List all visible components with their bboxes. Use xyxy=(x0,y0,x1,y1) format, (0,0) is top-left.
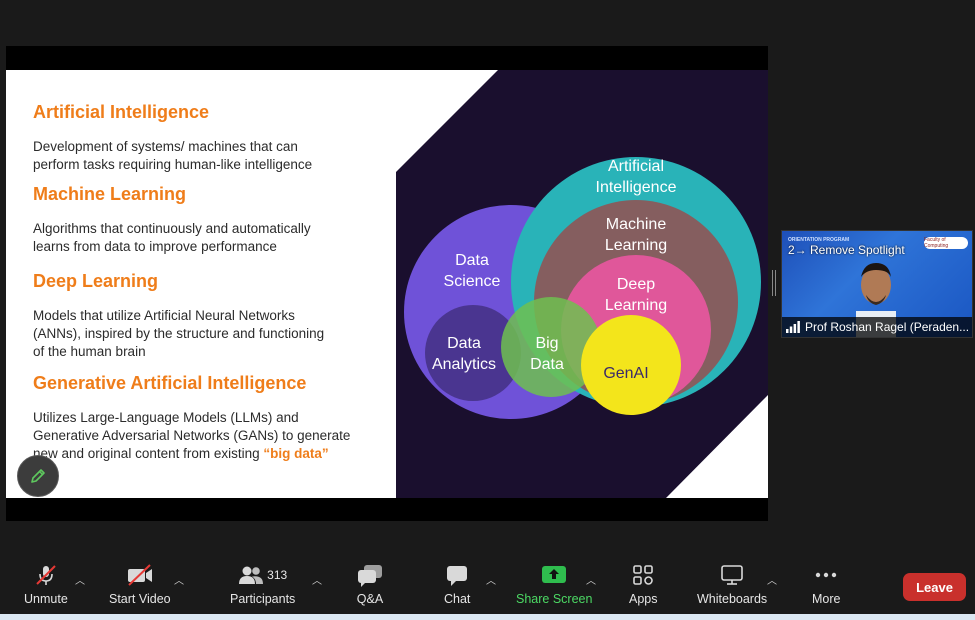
whiteboard-options-caret[interactable]: ︿ xyxy=(767,576,777,587)
desc-line: perform tasks requiring human-like intel… xyxy=(33,157,313,172)
shared-screen: Artificial Intelligence Machine Learning… xyxy=(6,46,768,521)
desc-line: Algorithms that continuously and automat… xyxy=(33,221,311,236)
more-button[interactable]: More xyxy=(812,562,840,606)
topic-title-dl: Deep Learning xyxy=(33,271,159,291)
participant-name-bar: Prof Roshan Ragel (Peraden... xyxy=(782,317,972,337)
topic-desc-ml: Algorithms that continuously and automat… xyxy=(33,220,398,256)
pencil-icon xyxy=(31,469,45,483)
share-screen-button[interactable]: Share Screen xyxy=(516,562,592,606)
desc-line: of the human brain xyxy=(33,344,146,359)
slide-text-column: Artificial Intelligence Development of s… xyxy=(6,70,406,498)
desc-line: Utilizes Large-Language Models (LLMs) an… xyxy=(33,410,299,425)
share-options-caret[interactable]: ︿ xyxy=(586,576,596,587)
meeting-stage: Artificial Intelligence Machine Learning… xyxy=(6,46,973,521)
whiteboard-icon xyxy=(721,565,743,585)
chat-button[interactable]: Chat xyxy=(444,562,470,606)
participant-count: 313 xyxy=(267,568,288,582)
desc-line: Models that utilize Artificial Neural Ne… xyxy=(33,308,295,323)
topic-desc-dl: Models that utilize Artificial Neural Ne… xyxy=(33,307,398,361)
ai-label-line2: Intelligence xyxy=(596,179,677,196)
signal-strength-icon xyxy=(786,321,800,333)
apps-icon xyxy=(633,565,654,585)
chat-label: Chat xyxy=(444,592,471,606)
ds-label-line2: Science xyxy=(444,273,501,290)
topic-title-genai: Generative Artificial Intelligence xyxy=(33,373,307,393)
big-data-highlight: “big data” xyxy=(263,446,329,461)
da-label-line2: Analytics xyxy=(432,356,496,373)
genai-circle xyxy=(581,315,681,415)
ml-label-line2: Learning xyxy=(605,237,667,254)
participants-label: Participants xyxy=(230,592,296,606)
chat-bubble-icon xyxy=(447,566,468,586)
participants-button[interactable]: 313 Participants xyxy=(230,562,295,606)
leave-button[interactable]: Leave xyxy=(903,573,966,601)
unmute-label: Unmute xyxy=(24,592,68,606)
topic-desc-genai: Utilizes Large-Language Models (LLMs) an… xyxy=(33,409,398,463)
topic-title-ml: Machine Learning xyxy=(33,184,187,204)
share-screen-label: Share Screen xyxy=(516,592,593,606)
big-data-circle xyxy=(501,297,601,397)
participant-name: Prof Roshan Ragel (Peraden... xyxy=(805,320,970,334)
remove-spotlight-button[interactable]: 2→ Remove Spotlight xyxy=(788,243,905,257)
start-video-button[interactable]: Start Video xyxy=(109,562,171,606)
bd-label-line2: Data xyxy=(530,356,564,373)
microphone-muted-icon xyxy=(36,565,56,585)
whiteboards-button[interactable]: Whiteboards xyxy=(697,562,767,606)
more-label: More xyxy=(812,592,841,606)
qa-icon xyxy=(358,565,382,587)
unmute-button[interactable]: Unmute xyxy=(24,562,68,606)
apps-button[interactable]: Apps xyxy=(629,562,658,606)
bd-label-line1: Big xyxy=(535,335,558,352)
venn-diagram-panel: Artificial Intelligence Machine Learning… xyxy=(396,70,768,498)
program-label: ORIENTATION PROGRAM xyxy=(788,237,850,243)
data-analytics-circle xyxy=(425,305,521,401)
desc-line: Development of systems/ machines that ca… xyxy=(33,139,298,154)
video-camera-off-icon xyxy=(127,564,152,586)
topic-title-ai: Artificial Intelligence xyxy=(33,102,210,122)
more-dots-icon xyxy=(816,572,837,578)
desc-text: new and original content from existing xyxy=(33,446,260,461)
meeting-toolbar: Unmute ︿ Start Video ︿ 313 Participants … xyxy=(0,552,975,614)
topic-desc-ai: Development of systems/ machines that ca… xyxy=(33,138,398,174)
ml-label-line1: Machine xyxy=(606,216,667,233)
window-bottom-edge xyxy=(0,614,975,620)
desc-line: learns from data to improve performance xyxy=(33,239,277,254)
start-video-label: Start Video xyxy=(109,592,171,606)
apps-label: Apps xyxy=(629,592,658,606)
desc-line: (ANNs), inspired by the structure and fu… xyxy=(33,326,325,341)
video-options-caret[interactable]: ︿ xyxy=(174,576,184,587)
genai-label: GenAI xyxy=(603,365,648,382)
chat-options-caret[interactable]: ︿ xyxy=(486,576,496,587)
desc-line: new and original content from existing “… xyxy=(33,445,398,463)
annotate-pen-button[interactable] xyxy=(17,455,59,497)
whiteboards-label: Whiteboards xyxy=(697,592,768,606)
da-label-line1: Data xyxy=(447,335,481,352)
qa-label: Q&A xyxy=(356,592,384,606)
faculty-logo: Faculty of Computing xyxy=(924,237,968,249)
spotlight-video-tile[interactable]: ORIENTATION PROGRAM Faculty of Computing… xyxy=(781,230,973,338)
desc-line: Generative Adversarial Networks (GANs) t… xyxy=(33,428,351,443)
dl-label-line2: Learning xyxy=(605,297,667,314)
participants-icon xyxy=(239,566,264,584)
qa-button[interactable]: Q&A xyxy=(356,562,384,606)
dl-label-line1: Deep xyxy=(617,276,655,293)
ai-label-line1: Artificial xyxy=(608,158,664,175)
audio-options-caret[interactable]: ︿ xyxy=(75,576,85,587)
presentation-slide: Artificial Intelligence Machine Learning… xyxy=(6,70,768,498)
split-resize-handle[interactable] xyxy=(772,270,776,296)
share-screen-icon xyxy=(542,566,567,583)
ds-label-line1: Data xyxy=(455,252,489,269)
participants-options-caret[interactable]: ︿ xyxy=(312,576,322,587)
